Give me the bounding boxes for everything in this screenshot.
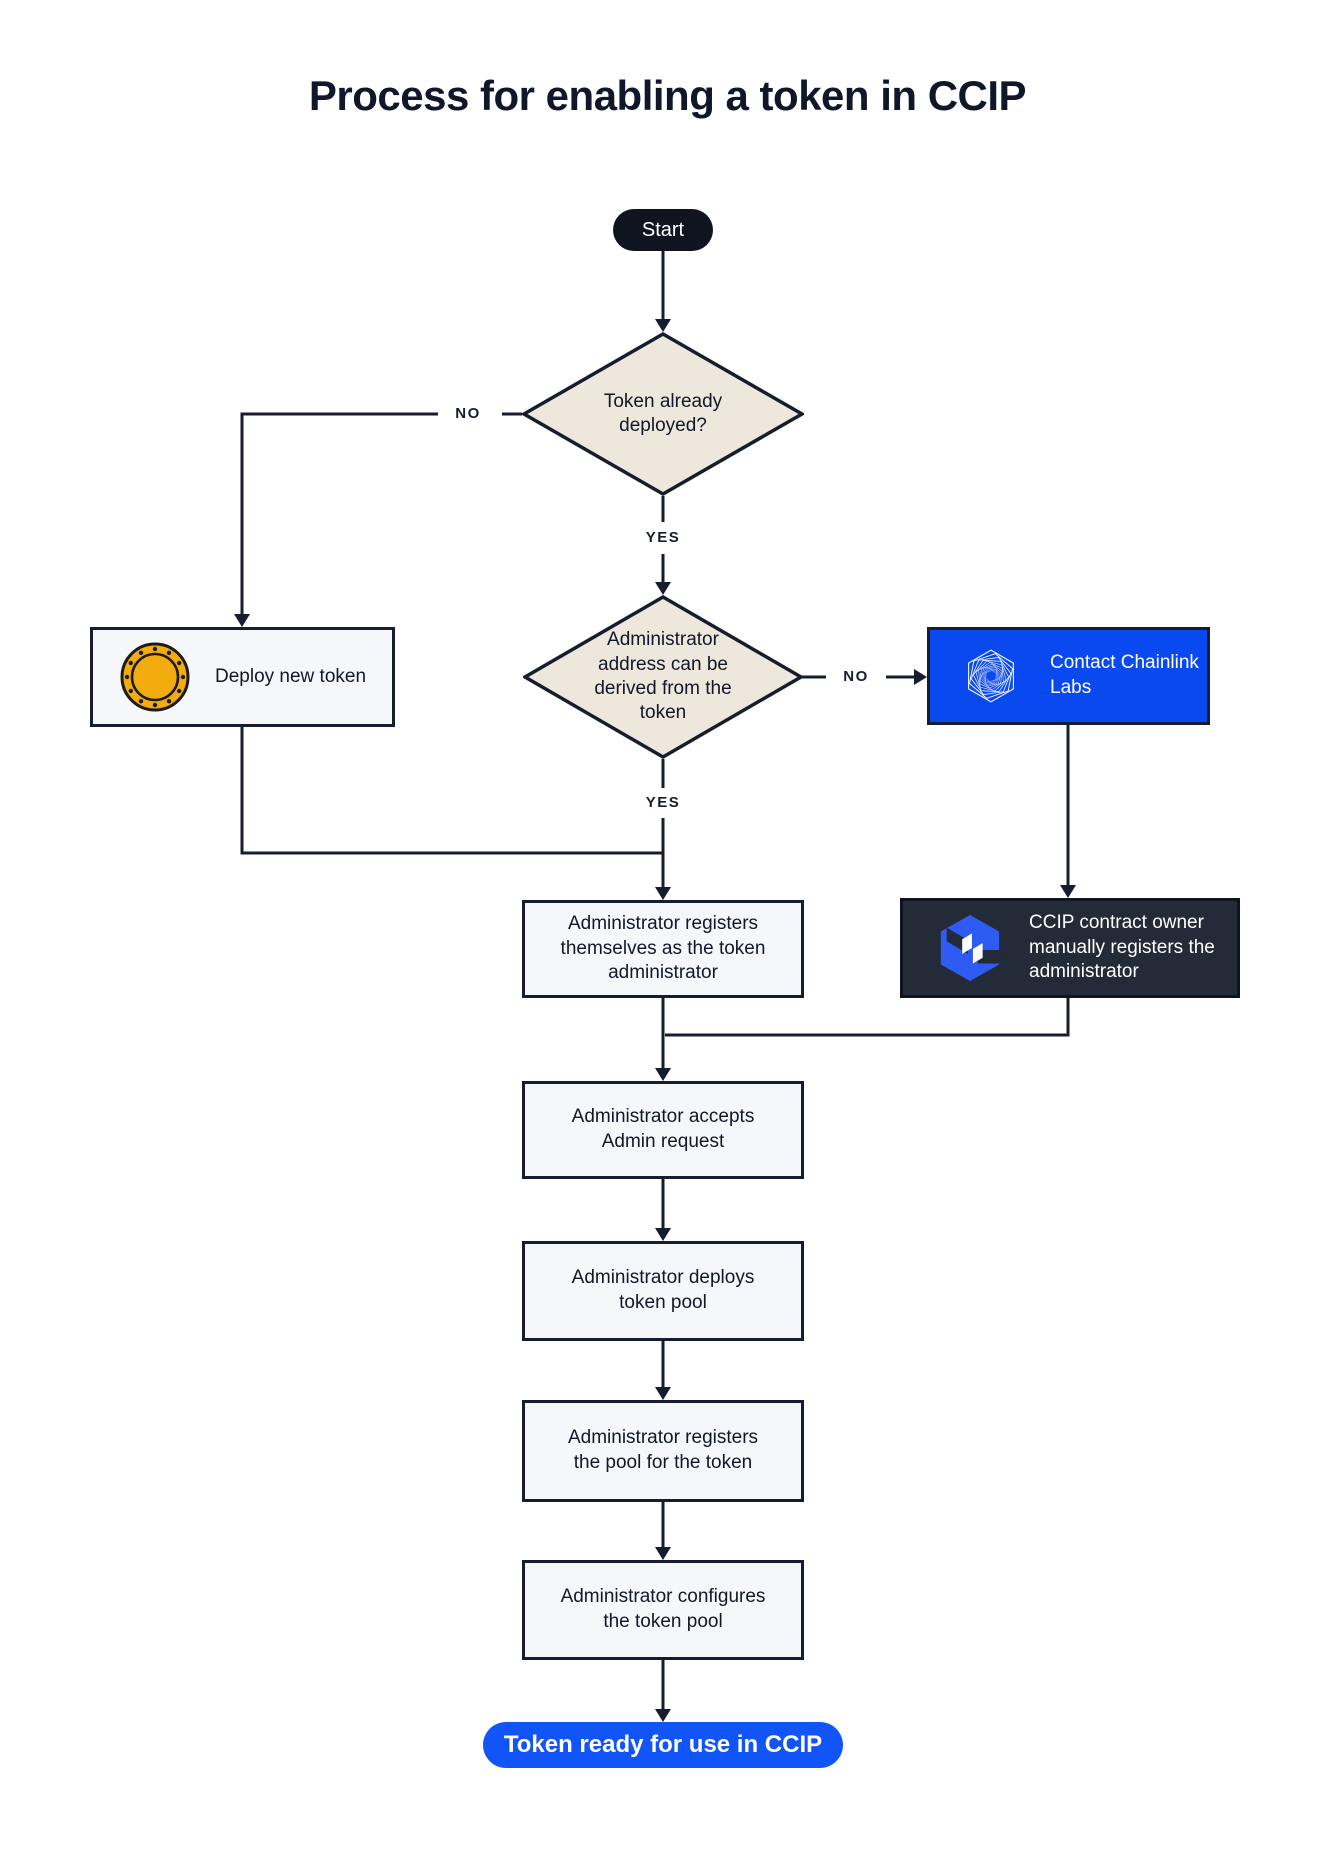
contact-chainlink-label: Contact Chainlink Labs	[1050, 652, 1199, 698]
node-admin-deploys-pool: Administrator deploys token pool	[522, 1241, 804, 1341]
start-label: Start	[641, 218, 685, 241]
edge-label-no-1: NO	[455, 405, 481, 422]
admin-deploys-pool-label: Administrator deploys token pool	[571, 1267, 755, 1313]
arrowhead-admin-registers-box	[655, 887, 671, 900]
node-deploy-new-token: Deploy new token	[90, 627, 395, 727]
decision-label: Administrator address can be derived fro…	[594, 629, 732, 724]
decision-admin-address-derivable: Administrator address can be derived fro…	[523, 595, 803, 759]
arrowhead-ccip-owner-box	[1060, 885, 1076, 898]
chainlink-labs-icon	[968, 649, 1014, 703]
arrowhead-ready-pill	[655, 1709, 671, 1722]
arrowhead-deploy-box	[234, 614, 250, 627]
node-start: Start	[613, 209, 713, 251]
diamond-shape	[522, 332, 804, 496]
coin-icon	[120, 642, 190, 712]
admin-configures-pool-label: Administrator configures the token pool	[560, 1586, 766, 1632]
arrowhead-decision1	[655, 319, 671, 332]
diamond-shape	[523, 595, 803, 759]
token-ready-label: Token ready for use in CCIP	[503, 1731, 823, 1758]
admin-registers-pool-label: Administrator registers the pool for the…	[567, 1427, 759, 1473]
ccip-owner-registers-label: CCIP contract owner manually registers t…	[1029, 911, 1215, 983]
edge-label-no-2: NO	[843, 668, 869, 685]
ccip-icon	[940, 914, 1004, 982]
arrowhead-admin-accepts-box	[655, 1068, 671, 1081]
page-title: Process for enabling a token in CCIP	[308, 72, 1027, 119]
arrowhead-contact-box	[914, 669, 927, 685]
admin-accepts-label: Administrator accepts Admin request	[571, 1106, 755, 1152]
decision-label: Token already deployed?	[603, 390, 723, 436]
arrowhead-configures-pool-box	[655, 1547, 671, 1560]
admin-registers-label: Administrator registers themselves as th…	[560, 912, 766, 984]
connector-decision1-no-to-deploy	[240, 412, 438, 614]
node-ccip-owner-registers: CCIP contract owner manually registers t…	[900, 898, 1240, 998]
decision-token-already-deployed: Token already deployed?	[522, 332, 804, 496]
node-admin-accepts: Administrator accepts Admin request	[522, 1081, 804, 1179]
edge-label-yes-1: YES	[645, 529, 681, 546]
node-admin-registers-pool: Administrator registers the pool for the…	[522, 1400, 804, 1502]
edge-label-yes-2: YES	[645, 794, 681, 811]
connector-ccip-owner-merge	[665, 998, 1070, 1037]
arrowhead-deploys-pool-box	[655, 1228, 671, 1241]
node-admin-configures-pool: Administrator configures the token pool	[522, 1560, 804, 1660]
deploy-new-token-label: Deploy new token	[215, 665, 367, 687]
node-admin-registers: Administrator registers themselves as th…	[522, 900, 804, 998]
arrowhead-decision2	[655, 582, 671, 595]
node-contact-chainlink-labs: Contact Chainlink Labs	[927, 627, 1210, 725]
arrowhead-registers-pool-box	[655, 1387, 671, 1400]
node-token-ready: Token ready for use in CCIP	[483, 1722, 843, 1768]
